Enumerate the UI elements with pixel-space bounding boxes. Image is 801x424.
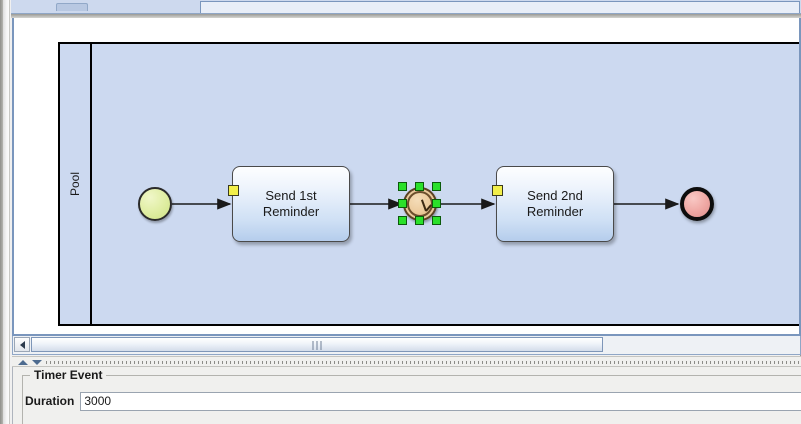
clock-minute-hand: [420, 199, 427, 212]
scroll-left-button[interactable]: [14, 337, 30, 352]
end-event[interactable]: [680, 187, 714, 221]
duration-input[interactable]: [80, 391, 801, 411]
editor-tab[interactable]: [56, 3, 88, 11]
properties-panel: Timer Event Duration: [12, 367, 801, 424]
editor-tab-strip: [11, 0, 801, 14]
duration-label: Duration: [25, 394, 75, 408]
task-send-1st-reminder[interactable]: Send 1st Reminder: [228, 166, 350, 242]
scrollbar-grip-icon: [312, 341, 322, 350]
properties-group-title: Timer Event: [30, 368, 107, 382]
window-left-frame: [0, 0, 10, 424]
selection-handle-se[interactable]: [432, 216, 441, 225]
bpmn-pool[interactable]: Pool: [58, 42, 799, 326]
clock-icon: [407, 191, 433, 217]
selection-handle-w[interactable]: [398, 199, 407, 208]
split-pane-divider[interactable]: [12, 356, 801, 367]
selection-handle-e[interactable]: [432, 199, 441, 208]
chevron-left-icon: [19, 340, 25, 349]
message-marker-icon: [492, 185, 503, 196]
collapse-up-icon[interactable]: [18, 360, 28, 365]
collapse-down-icon[interactable]: [32, 360, 42, 365]
task-send-2nd-reminder[interactable]: Send 2nd Reminder: [492, 166, 614, 242]
diagram-editor[interactable]: Pool: [12, 18, 801, 336]
scrollbar-track[interactable]: [31, 337, 799, 352]
tab-strip-shadow: [11, 14, 801, 18]
selection-handle-ne[interactable]: [432, 182, 441, 191]
task-label: Send 1st Reminder: [262, 187, 320, 219]
tab-content-panel-edge: [200, 1, 800, 13]
canvas-horizontal-scrollbar[interactable]: [12, 336, 801, 355]
selection-handle-nw[interactable]: [398, 182, 407, 191]
selection-handle-n[interactable]: [415, 182, 424, 191]
scrollbar-thumb[interactable]: [31, 337, 603, 352]
selection-handle-sw[interactable]: [398, 216, 407, 225]
diagram-canvas[interactable]: Pool: [14, 18, 799, 334]
sequence-flow-layer: [172, 198, 680, 210]
pool-label: Pool: [68, 171, 82, 197]
duration-field-row: Duration: [25, 391, 801, 411]
pool-header[interactable]: Pool: [60, 44, 92, 324]
window-left-edge: [0, 0, 3, 424]
divider-grip: [46, 361, 799, 364]
timer-event-group: Timer Event: [22, 368, 801, 424]
task-label: Send 2nd Reminder: [526, 187, 584, 219]
selection-handle-s[interactable]: [415, 216, 424, 225]
message-marker-icon: [228, 185, 239, 196]
start-event[interactable]: [138, 187, 172, 221]
